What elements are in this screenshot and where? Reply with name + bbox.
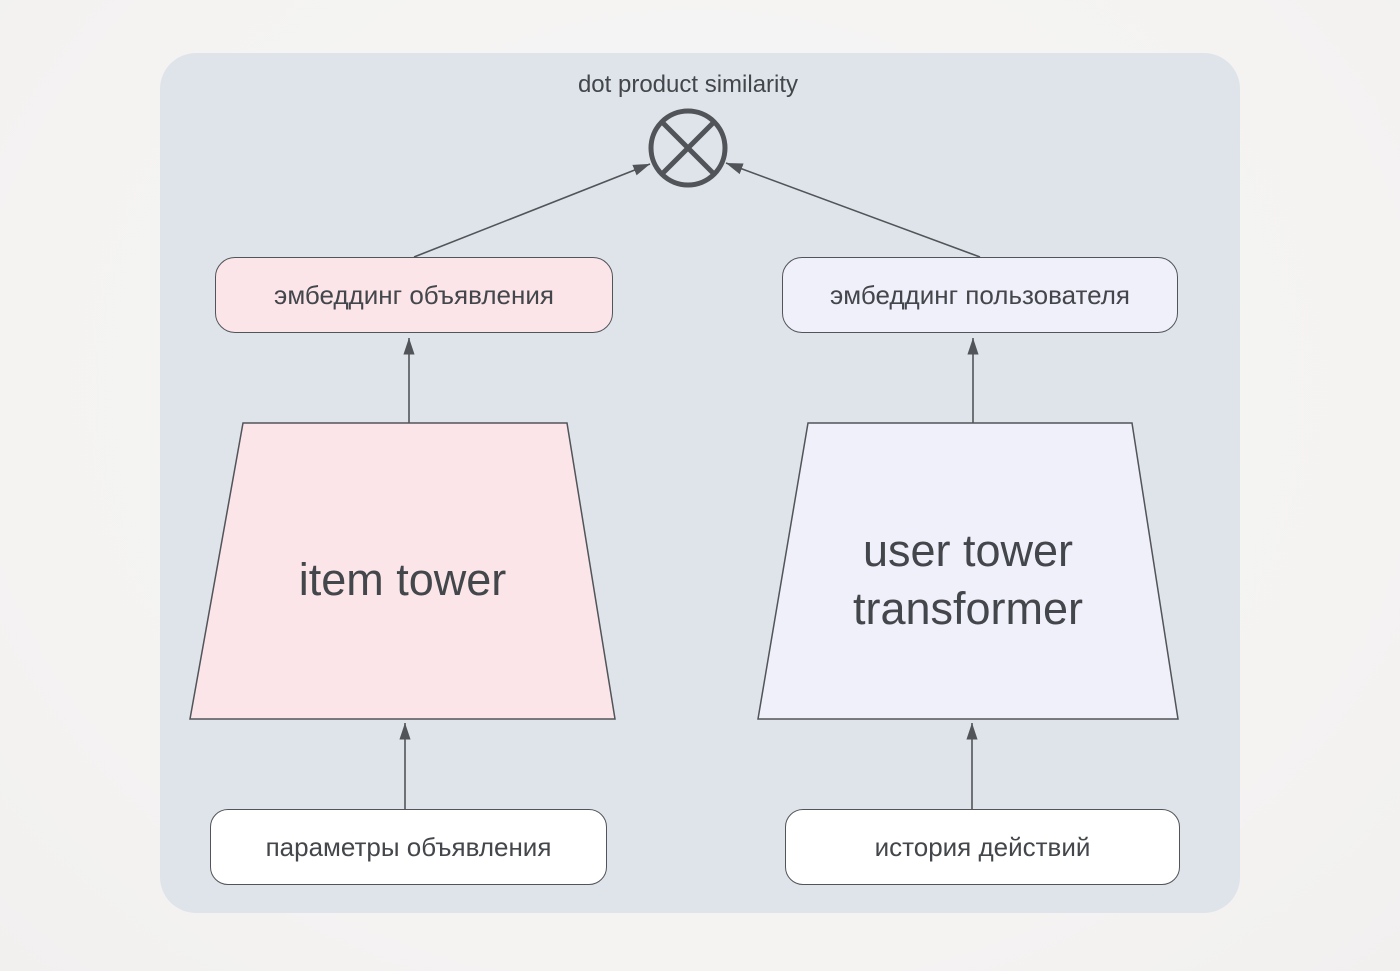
item-input-label: параметры объявления xyxy=(265,831,552,862)
operator-title: dot product similarity xyxy=(577,71,799,98)
item-embedding-node: эмбеддинг объявления xyxy=(215,257,613,333)
diagram-board xyxy=(160,53,1240,913)
item-input-node: параметры объявления xyxy=(210,809,607,885)
user-embedding-node: эмбеддинг пользователя xyxy=(782,257,1178,333)
item-embedding-label: эмбеддинг объявления xyxy=(274,279,554,310)
user-input-label: история действий xyxy=(874,831,1091,862)
user-input-node: история действий xyxy=(785,809,1180,885)
user-embedding-label: эмбеддинг пользователя xyxy=(830,279,1130,310)
